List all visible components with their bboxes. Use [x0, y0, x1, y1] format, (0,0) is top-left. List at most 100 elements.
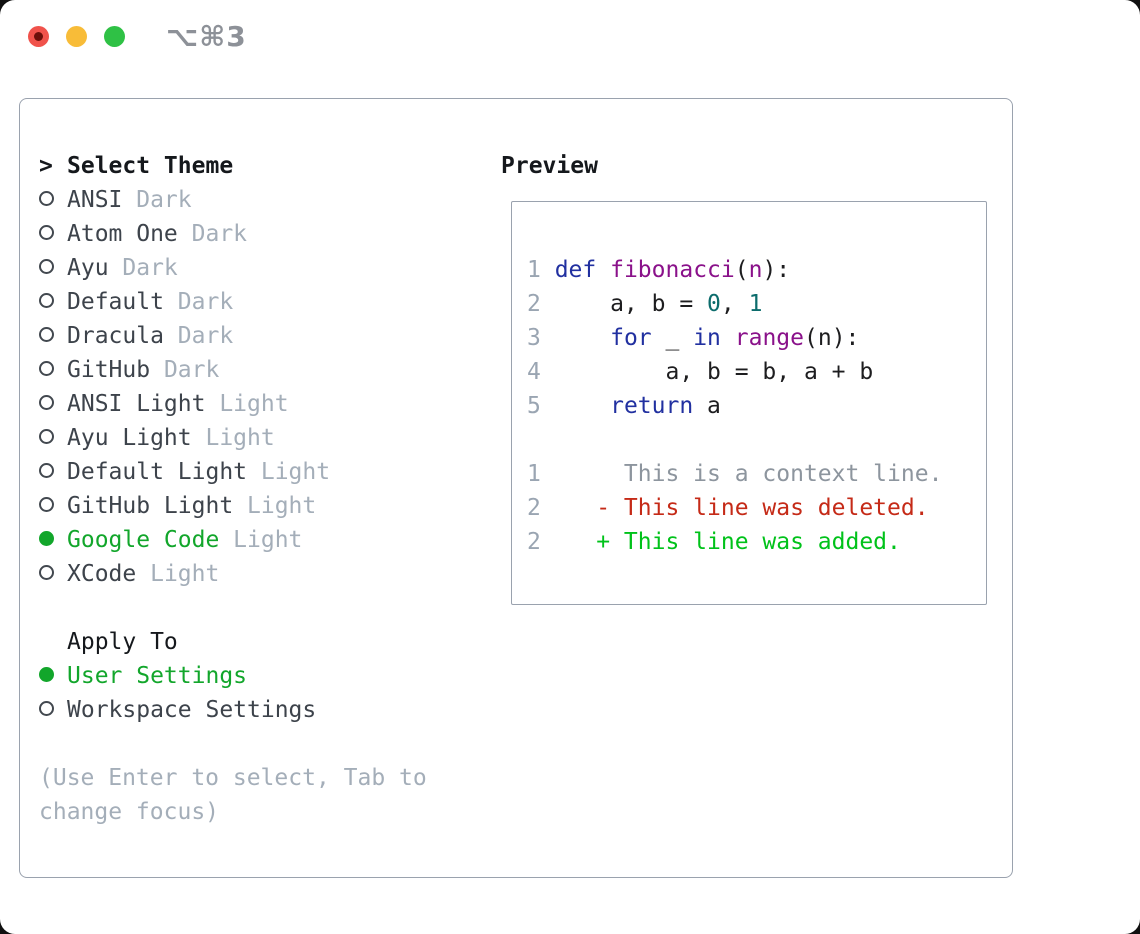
theme-variant: Light: [219, 391, 289, 417]
theme-option[interactable]: GitHub Light Light: [20, 489, 490, 523]
theme-variant: Dark: [136, 187, 192, 213]
diff-preview: 1 This is a context line. 2 - This line …: [527, 457, 986, 559]
diff-line: 2 - This line was deleted.: [527, 491, 986, 525]
select-theme-label: Select Theme: [67, 153, 234, 179]
radio-icon: [39, 191, 54, 206]
code-line: 4 a, b = b, a + b: [527, 355, 986, 389]
apply-to-list: User Settings Workspace Settings: [20, 659, 490, 727]
apply-to-option[interactable]: User Settings: [20, 659, 490, 693]
theme-variant: Dark: [191, 221, 248, 247]
code-text: for _ in range(n):: [541, 325, 860, 351]
theme-variant: Light: [150, 561, 220, 587]
selection-caret: >: [39, 153, 53, 179]
line-number: 5: [527, 393, 541, 419]
code-segment: a, b = b, a + b: [540, 359, 874, 385]
diff-text: + This line was added.: [540, 529, 901, 555]
theme-variant: Light: [205, 425, 275, 451]
close-button[interactable]: [28, 26, 49, 47]
code-segment: [541, 393, 610, 419]
code-segment: (n):: [804, 325, 860, 351]
theme-name: GitHub: [67, 357, 151, 383]
code-segment: 0: [707, 291, 721, 317]
code-text: def fibonacci(n):: [541, 257, 790, 283]
line-number: 2: [527, 495, 541, 521]
theme-variant: Light: [233, 527, 303, 553]
preview-label: Preview: [501, 153, 598, 179]
code-segment: def: [554, 257, 597, 283]
diff-text: - This line was deleted.: [540, 495, 929, 521]
code-segment: a: [693, 393, 721, 419]
code-segment: n: [748, 257, 763, 283]
apply-to-option-label: User Settings: [67, 663, 248, 689]
theme-option[interactable]: Google Code Light: [20, 523, 490, 557]
apply-to-option[interactable]: Workspace Settings: [20, 693, 490, 727]
code-segment: ,: [720, 291, 749, 317]
theme-option[interactable]: Default Light Light: [20, 455, 490, 489]
theme-name: Dracula: [67, 323, 164, 349]
theme-name: Default Light: [67, 459, 248, 485]
radio-icon: [39, 701, 54, 716]
theme-option[interactable]: Dracula Dark: [20, 319, 490, 353]
code-segment: [541, 257, 555, 283]
line-number: 2: [527, 529, 541, 555]
code-text: return a: [541, 393, 721, 419]
preview-panel: 1 def fibonacci(n): 2 a, b = 0, 1 3 for …: [511, 201, 987, 605]
hint-line-1: (Use Enter to select, Tab to: [39, 765, 427, 791]
code-line: 1 def fibonacci(n):: [527, 253, 986, 287]
code-segment: fibonacci: [610, 257, 735, 283]
minimize-button[interactable]: [66, 26, 87, 47]
theme-name: ANSI: [67, 187, 123, 213]
diff-line: 2 + This line was added.: [527, 525, 986, 559]
code-segment: _: [651, 325, 694, 351]
theme-option[interactable]: Default Dark: [20, 285, 490, 319]
theme-option[interactable]: Atom One Dark: [20, 217, 490, 251]
code-segment: (: [734, 257, 749, 283]
spacer: [20, 591, 490, 625]
theme-variant: Dark: [163, 357, 220, 383]
radio-icon: [39, 531, 54, 546]
theme-variant: Light: [247, 493, 317, 519]
line-number: 1: [527, 257, 541, 283]
spacer: [20, 727, 490, 761]
theme-option[interactable]: ANSI Dark: [20, 183, 490, 217]
theme-variant: Dark: [177, 323, 234, 349]
line-number: 1: [527, 461, 541, 487]
theme-option[interactable]: GitHub Dark: [20, 353, 490, 387]
code-line: 5 return a: [527, 389, 986, 423]
code-segment: a, b =: [540, 291, 708, 317]
theme-name: Google Code: [67, 527, 220, 553]
code-segment: [596, 257, 610, 283]
code-segment: in: [693, 325, 721, 351]
apply-to-label: Apply To: [67, 629, 178, 655]
code-segment: ):: [762, 257, 791, 283]
radio-icon: [39, 293, 54, 308]
titlebar: ⌥⌘3: [0, 0, 1140, 72]
line-number: 2: [527, 291, 541, 317]
theme-variant: Dark: [177, 289, 234, 315]
radio-icon: [39, 225, 54, 240]
zoom-button[interactable]: [104, 26, 125, 47]
theme-name: XCode: [67, 561, 137, 587]
code-segment: range: [734, 325, 804, 351]
code-text: a, b = b, a + b: [541, 359, 873, 385]
code-line: 3 for _ in range(n):: [527, 321, 986, 355]
radio-icon: [39, 497, 54, 512]
diff-line: 1 This is a context line.: [527, 457, 986, 491]
radio-icon: [39, 565, 54, 580]
theme-variant: Light: [260, 459, 331, 485]
diff-text: This is a context line.: [540, 461, 943, 487]
theme-name: GitHub Light: [67, 493, 234, 519]
theme-name: Default: [67, 289, 164, 315]
radio-icon: [39, 327, 54, 342]
theme-name: Atom One: [67, 221, 178, 247]
radio-icon: [39, 259, 54, 274]
theme-option[interactable]: XCode Light: [20, 557, 490, 591]
radio-icon: [39, 429, 54, 444]
radio-icon: [39, 463, 54, 478]
